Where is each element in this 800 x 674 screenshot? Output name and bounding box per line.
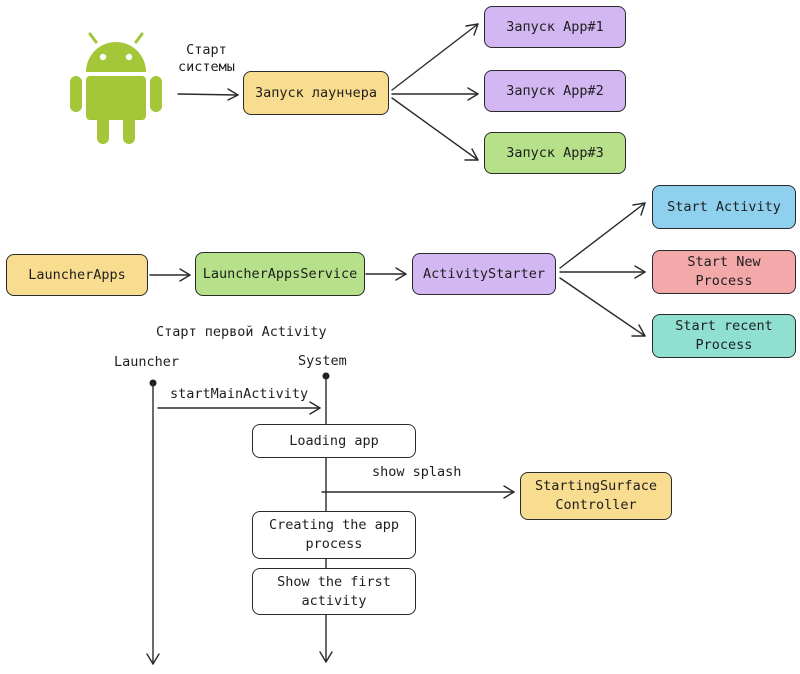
arrow-activitystarter-to-recent-process: [559, 277, 646, 337]
arrow-service-to-activitystarter: [365, 267, 407, 281]
arrow-start-main-activity: [157, 401, 321, 415]
arrow-launcher-to-app2: [391, 87, 479, 101]
creating-app-process-box: Creating the app process: [252, 511, 416, 559]
android-robot-icon: [70, 32, 162, 144]
arrow-launcher-to-app1: [391, 23, 479, 91]
app3-start-box: Запуск App#3: [484, 132, 626, 174]
start-recent-process-box: Start recent Process: [652, 314, 796, 358]
launcher-apps-service-box: LauncherAppsService: [195, 252, 365, 296]
arrow-show-splash: [321, 485, 515, 499]
app2-start-box: Запуск App#2: [484, 70, 626, 112]
starting-surface-controller-box: StartingSurface Controller: [520, 472, 672, 520]
launcher-lane-label: Launcher: [114, 354, 180, 370]
arrow-activitystarter-to-start-activity: [559, 202, 646, 269]
start-new-process-box: Start New Process: [652, 250, 796, 294]
launcher-start-box: Запуск лаунчера: [243, 71, 389, 115]
show-splash-label: show splash: [372, 464, 462, 480]
arrow-activitystarter-to-new-process: [559, 265, 646, 279]
system-lifeline: [319, 372, 333, 663]
app1-start-box: Запуск App#1: [484, 6, 626, 48]
loading-app-box: Loading app: [252, 424, 416, 458]
start-main-activity-label: startMainActivity: [170, 386, 309, 402]
show-first-activity-box: Show the first activity: [252, 568, 416, 615]
start-activity-box: Start Activity: [652, 185, 796, 229]
arrow-system-to-launcher: [177, 88, 239, 101]
system-start-label: Старт системы: [178, 42, 235, 75]
sequence-title: Старт первой Activity: [156, 324, 327, 340]
arrow-launcherapps-to-service: [149, 268, 191, 282]
launcher-lifeline: [146, 379, 160, 665]
launcher-apps-box: LauncherApps: [6, 254, 148, 296]
activity-starter-box: ActivityStarter: [412, 253, 556, 295]
system-lane-label: System: [298, 353, 347, 369]
arrow-launcher-to-app3: [391, 97, 479, 161]
